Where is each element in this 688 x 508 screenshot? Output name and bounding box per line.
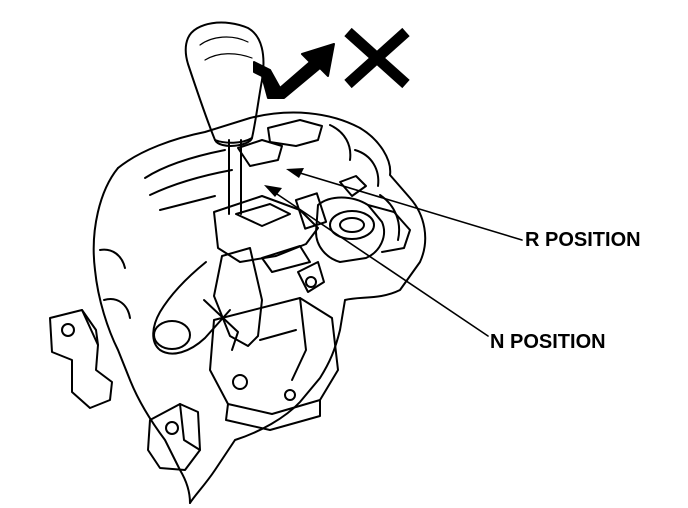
shift-knob [184,21,265,147]
shift-lever-body [152,247,263,355]
leader-n-position [267,187,489,337]
mount-bracket-left [49,309,113,409]
zigzag-arrow-icon [253,43,335,99]
leader-n-arrowhead [264,185,282,197]
n-position-label: N POSITION [490,331,606,353]
mount-bracket-bottom [147,403,201,471]
shift-lever-base [209,297,339,431]
shift-lever-rod [228,139,242,215]
x-mark-icon [344,27,410,89]
leader-r-arrowhead [286,168,304,178]
interlock-solenoid [297,196,411,293]
shift-gate-plate [213,192,328,273]
leader-r-position [289,169,523,241]
r-position-label: R POSITION [525,229,641,251]
